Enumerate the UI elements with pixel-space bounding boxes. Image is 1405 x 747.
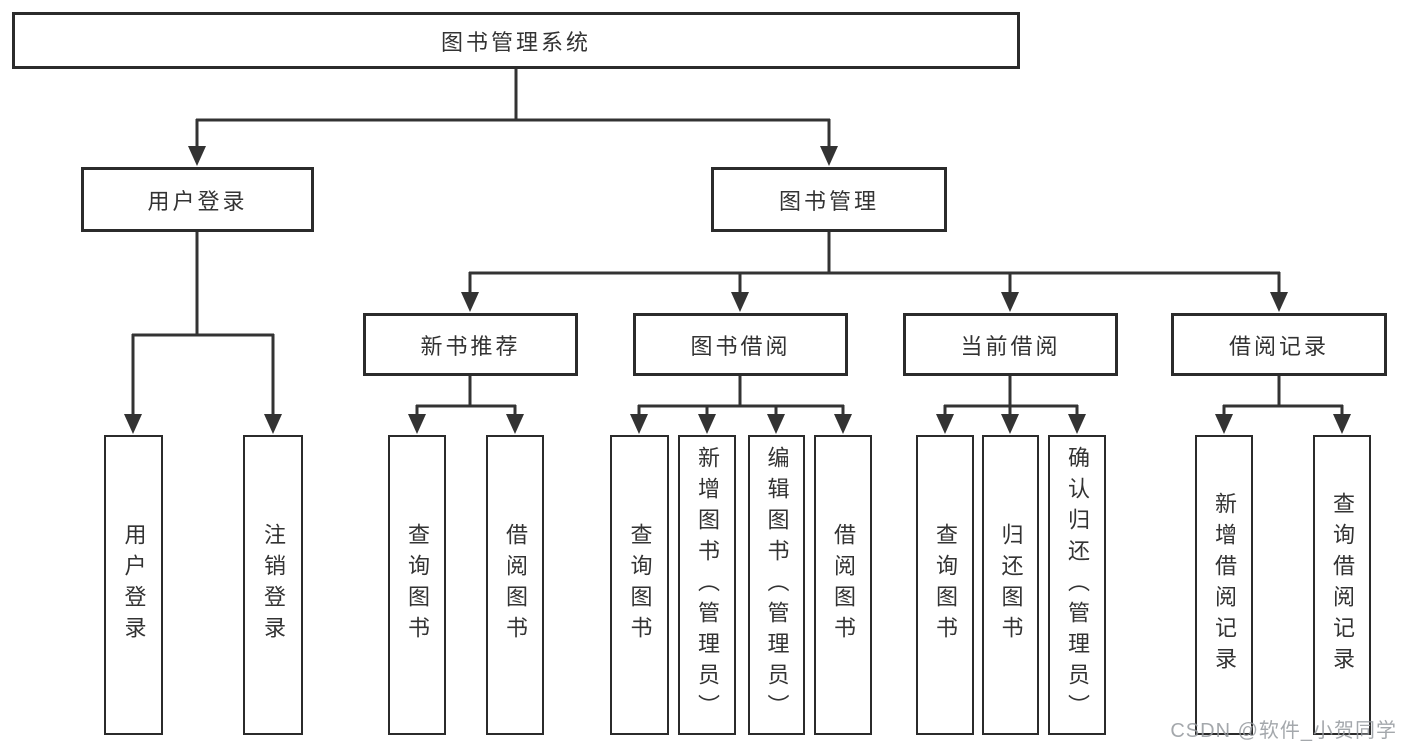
csdn-watermark: CSDN @软件_小贺同学 (1170, 720, 1397, 742)
node-book-management-label: 图书管理 (778, 188, 879, 214)
node-new-book-recommend: 新书推荐 (363, 313, 578, 376)
node-borrow-records: 借阅记录 (1171, 313, 1387, 376)
leaf-user-login: 用户登录 (104, 435, 163, 735)
leaf-edit-book-admin-label: 编辑图书（管理员） (764, 445, 790, 725)
leaf-add-borrow-record: 新增借阅记录 (1195, 435, 1253, 735)
leaf-return-books-label: 归还图书 (998, 523, 1024, 647)
leaf-add-book-admin: 新增图书（管理员） (678, 435, 736, 735)
arrow-down-icon (1333, 414, 1351, 434)
leaf-query-books-3-label: 查询图书 (933, 523, 958, 647)
arrow-down-icon (936, 414, 954, 434)
arrow-down-icon (834, 414, 852, 434)
leaf-query-books-1: 查询图书 (388, 435, 446, 735)
node-root: 图书管理系统 (12, 12, 1020, 69)
leaf-query-books-1-label: 查询图书 (405, 523, 430, 647)
arrow-down-icon (506, 414, 524, 434)
arrow-down-icon (124, 414, 142, 434)
leaf-return-books: 归还图书 (982, 435, 1039, 735)
arrowheads (124, 146, 1351, 434)
arrow-down-icon (408, 414, 426, 434)
node-current-borrowing-label: 当前借阅 (960, 333, 1061, 359)
node-new-book-recommend-label: 新书推荐 (420, 333, 521, 359)
leaf-borrow-books-1-label: 借阅图书 (503, 523, 528, 647)
arrow-down-icon (188, 146, 206, 166)
arrow-down-icon (767, 414, 785, 434)
leaf-query-borrow-record-label: 查询借阅记录 (1330, 492, 1355, 678)
leaf-user-login-label: 用户登录 (121, 523, 147, 647)
leaf-query-books-3: 查询图书 (916, 435, 974, 735)
leaf-query-borrow-record: 查询借阅记录 (1313, 435, 1371, 735)
node-user-login: 用户登录 (81, 167, 314, 232)
leaf-logout-label: 注销登录 (261, 523, 286, 647)
node-book-borrowing-label: 图书借阅 (690, 333, 791, 359)
arrow-down-icon (731, 292, 749, 312)
node-root-label: 图书管理系统 (440, 29, 591, 55)
node-current-borrowing: 当前借阅 (903, 313, 1118, 376)
arrow-down-icon (461, 292, 479, 312)
arrow-down-icon (820, 146, 838, 166)
leaf-borrow-books-2-label: 借阅图书 (831, 523, 856, 647)
arrow-down-icon (630, 414, 648, 434)
arrow-down-icon (1068, 414, 1086, 434)
leaf-edit-book-admin: 编辑图书（管理员） (748, 435, 805, 735)
leaf-query-books-2-label: 查询图书 (627, 523, 653, 647)
arrow-down-icon (698, 414, 716, 434)
leaf-confirm-return-admin: 确认归还（管理员） (1048, 435, 1106, 735)
leaf-confirm-return-admin-label: 确认归还（管理员） (1065, 445, 1090, 725)
arrow-down-icon (1001, 292, 1019, 312)
arrow-down-icon (264, 414, 282, 434)
leaf-query-books-2: 查询图书 (610, 435, 669, 735)
leaf-add-book-admin-label: 新增图书（管理员） (695, 445, 720, 725)
arrow-down-icon (1215, 414, 1233, 434)
leaf-borrow-books-2: 借阅图书 (814, 435, 872, 735)
node-borrow-records-label: 借阅记录 (1228, 333, 1329, 359)
node-book-management: 图书管理 (711, 167, 947, 232)
node-book-borrowing: 图书借阅 (633, 313, 848, 376)
leaf-borrow-books-1: 借阅图书 (486, 435, 544, 735)
arrow-down-icon (1001, 414, 1019, 434)
node-user-login-label: 用户登录 (147, 188, 248, 214)
leaf-add-borrow-record-label: 新增借阅记录 (1212, 492, 1237, 678)
leaf-logout: 注销登录 (243, 435, 303, 735)
arrow-down-icon (1270, 292, 1288, 312)
tree-edges (131, 69, 1344, 418)
